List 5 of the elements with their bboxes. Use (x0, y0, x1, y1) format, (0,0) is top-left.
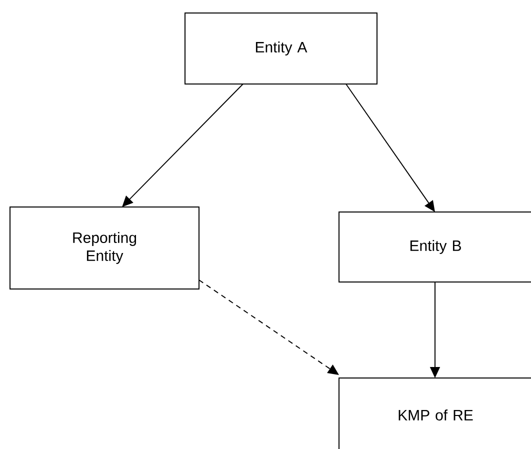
process-box: KMP of RE (338, 377, 531, 449)
arrow (122, 84, 244, 207)
process-box: Entity B (338, 212, 531, 282)
process-box: Reporting Entity (10, 206, 200, 290)
process-box: Entity A (184, 12, 378, 84)
